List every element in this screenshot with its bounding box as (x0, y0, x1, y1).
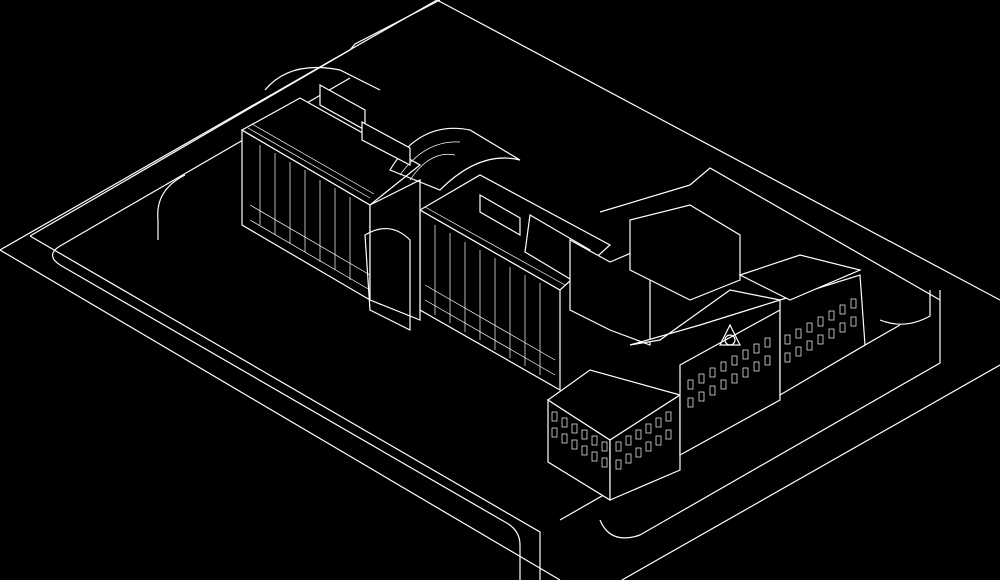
window (645, 423, 652, 434)
window (839, 322, 846, 333)
window (687, 397, 694, 408)
window (551, 411, 558, 422)
window (645, 441, 652, 452)
window (665, 411, 672, 422)
window (806, 340, 813, 351)
window (742, 349, 749, 360)
window (764, 337, 771, 348)
window (795, 346, 802, 357)
window (551, 427, 558, 438)
window (806, 322, 813, 333)
window (625, 435, 632, 446)
window (591, 435, 598, 446)
window (561, 433, 568, 444)
window (817, 316, 824, 327)
window (698, 373, 705, 384)
window (635, 429, 642, 440)
window (731, 373, 738, 384)
historic-wing (546, 254, 866, 502)
window (742, 367, 749, 378)
window (571, 439, 578, 450)
window (795, 328, 802, 339)
window (581, 445, 588, 456)
window (753, 361, 760, 372)
window (828, 328, 835, 339)
window (698, 391, 705, 402)
window (817, 334, 824, 345)
window (601, 457, 608, 468)
window (720, 379, 727, 390)
window (850, 316, 857, 327)
window (839, 304, 846, 315)
main-building (240, 67, 741, 392)
window (571, 423, 578, 434)
window (764, 355, 771, 366)
window (753, 343, 760, 354)
window (687, 379, 694, 390)
window (709, 385, 716, 396)
window (625, 453, 632, 464)
window (784, 334, 791, 345)
window-grid (551, 298, 857, 470)
window (784, 352, 791, 363)
window (850, 298, 857, 309)
window (665, 429, 672, 440)
window (635, 447, 642, 458)
window (720, 361, 727, 372)
window (561, 417, 568, 428)
window (655, 435, 662, 446)
window (709, 367, 716, 378)
window (655, 417, 662, 428)
window (615, 441, 622, 452)
window (591, 451, 598, 462)
window (731, 355, 738, 366)
window (581, 429, 588, 440)
window (828, 310, 835, 321)
window (601, 441, 608, 452)
window (615, 459, 622, 470)
